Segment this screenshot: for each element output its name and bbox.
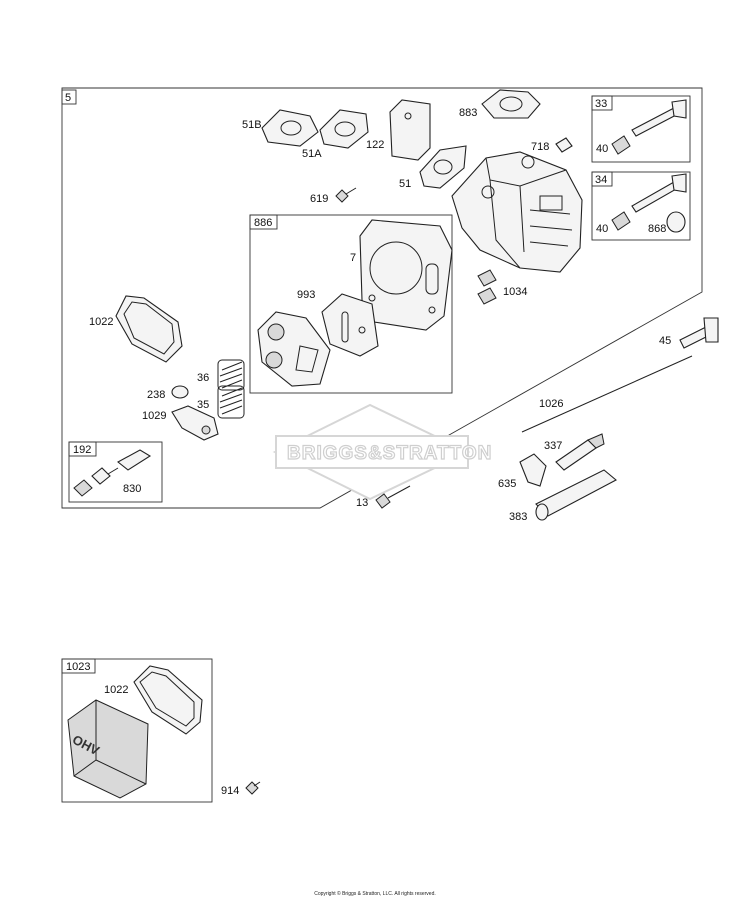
spark-plug-337: [555, 433, 605, 471]
copyright-footer: Copyright © Briggs & Stratton, LLC. All …: [314, 891, 436, 897]
cylinder-head: [451, 151, 583, 273]
box-tag-886: [249, 214, 278, 230]
bolt-13: [375, 485, 411, 509]
intake-valve-33: [611, 99, 687, 155]
spring-35: [217, 385, 245, 419]
valve-cover: OHV: [67, 699, 149, 799]
cover-gasket-1022-b: [133, 665, 203, 735]
exhaust-valve-34: [611, 173, 687, 233]
label-51b: 51B: [242, 119, 262, 131]
label-51a: 51A: [302, 148, 322, 160]
rocker-plate: [257, 311, 331, 387]
label-619: 619: [310, 193, 328, 205]
label-830: 830: [123, 483, 141, 495]
box-label-34: 34: [595, 174, 607, 186]
label-868: 868: [648, 223, 666, 235]
box-label-5: 5: [65, 92, 71, 104]
label-635: 635: [498, 478, 516, 490]
main-assembly-frame: [61, 87, 703, 509]
label-13: 13: [356, 497, 368, 509]
box-tag-34: [591, 171, 613, 187]
label-40-a: 40: [596, 143, 608, 155]
label-337: 337: [544, 440, 562, 452]
label-40-b: 40: [596, 223, 608, 235]
cover-gasket-1022: [115, 295, 183, 363]
disc-238: [171, 385, 189, 399]
label-1022-b: 1022: [104, 684, 128, 696]
label-51: 51: [399, 178, 411, 190]
gasket-51b: [261, 109, 319, 147]
label-1029: 1029: [142, 410, 166, 422]
gasket-set-box-886: [249, 214, 453, 394]
rocker-arm-1029: [171, 405, 219, 441]
label-36: 36: [197, 372, 209, 384]
box-label-33: 33: [595, 98, 607, 110]
label-1034: 1034: [503, 286, 527, 298]
label-914: 914: [221, 785, 239, 797]
box-tag-5: [61, 89, 77, 105]
box-label-192: 192: [73, 444, 91, 456]
label-883: 883: [459, 107, 477, 119]
kit-box-192: [68, 441, 163, 503]
watermark-text: BRIGGS&STRATTON: [287, 443, 492, 464]
cover-box-1023: [61, 658, 213, 803]
head-gasket-7: [359, 219, 453, 331]
box-tag-192: [68, 441, 97, 457]
label-718: 718: [531, 141, 549, 153]
valve-45: [679, 317, 719, 349]
valve-box-33: [591, 95, 691, 163]
push-rod-1026: [521, 355, 693, 433]
plate-122: [389, 99, 431, 161]
label-1026: 1026: [539, 398, 563, 410]
gasket-993: [321, 293, 379, 357]
box-label-1023: 1023: [66, 661, 90, 673]
label-1022: 1022: [89, 316, 113, 328]
label-238: 238: [147, 389, 165, 401]
connector-635: [519, 453, 547, 487]
gasket-51a: [319, 109, 369, 149]
box-tag-1023: [61, 658, 96, 674]
pin-718: [555, 137, 573, 153]
screw-619: [335, 187, 357, 203]
label-383: 383: [509, 511, 527, 523]
gasket-51: [419, 145, 467, 189]
box-label-886: 886: [254, 217, 272, 229]
spring-36: [217, 359, 245, 391]
label-35: 35: [197, 399, 209, 411]
box-tag-33: [591, 95, 613, 111]
adjuster-kit: [73, 449, 152, 497]
label-7: 7: [350, 252, 356, 264]
clips-1034: [477, 269, 497, 305]
label-993: 993: [297, 289, 315, 301]
valve-box-34: [591, 171, 691, 241]
briggs-stratton-watermark: BRIGGS&STRATTON: [272, 403, 492, 501]
label-122: 122: [366, 139, 384, 151]
label-45: 45: [659, 335, 671, 347]
tube-383: [535, 469, 617, 521]
screw-914: [245, 781, 261, 795]
gasket-883: [481, 89, 541, 119]
